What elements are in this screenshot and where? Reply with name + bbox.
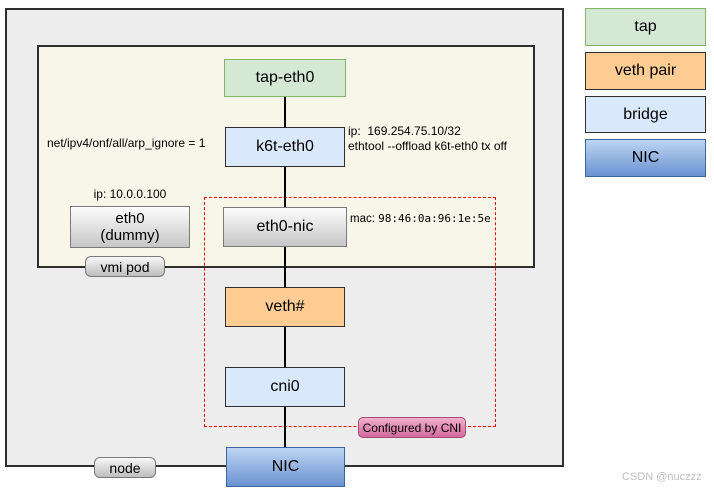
connector-cni0-to-nic bbox=[284, 407, 286, 447]
legend-item-veth-pair: veth pair bbox=[585, 52, 706, 90]
node-label-text: node bbox=[109, 459, 141, 476]
node-eth0-dummy-label-line2: (dummy) bbox=[100, 227, 160, 244]
mac-annotation: mac: 98:46:0a:96:1e:5e bbox=[350, 212, 491, 225]
node-veth: veth# bbox=[225, 287, 345, 327]
connector-k6t-to-eth0nic bbox=[284, 167, 286, 207]
mac-annotation-label: mac: bbox=[350, 213, 379, 225]
node-nic-label: NIC bbox=[271, 458, 300, 475]
configured-by-cni-badge: Configured by CNI bbox=[358, 417, 466, 438]
node-label: node bbox=[94, 457, 156, 478]
node-tap-eth0-label: tap-eth0 bbox=[255, 69, 315, 86]
node-eth0-dummy-label-line1: eth0 bbox=[115, 209, 145, 227]
node-k6t-eth0: k6t-eth0 bbox=[225, 127, 345, 167]
node-eth0-nic: eth0-nic bbox=[223, 207, 347, 247]
legend-item-bridge: bridge bbox=[585, 96, 706, 133]
legend-item-tap: tap bbox=[585, 8, 706, 46]
mac-annotation-value: 98:46:0a:96:1e:5e bbox=[378, 212, 491, 225]
vmi-pod-label-text: vmi pod bbox=[100, 258, 150, 275]
node-eth0-nic-label: eth0-nic bbox=[256, 218, 314, 235]
legend-tap-label: tap bbox=[634, 18, 657, 35]
node-cni0-label: cni0 bbox=[270, 378, 300, 395]
node-k6t-eth0-label: k6t-eth0 bbox=[256, 138, 314, 155]
arp-ignore-annotation: net/ipv4/onf/all/arp_ignore = 1 bbox=[47, 136, 206, 150]
node-eth0-dummy: eth0 (dummy) bbox=[70, 206, 190, 248]
connector-tap-to-k6t bbox=[284, 97, 286, 127]
k6t-ethtool-annotation: ethtool --offload k6t-eth0 tx off bbox=[348, 139, 507, 153]
dummy-ip-annotation: ip: 10.0.0.100 bbox=[93, 187, 167, 201]
k6t-ip-annotation: ip: 169.254.75.10/32 bbox=[348, 124, 461, 138]
legend-veth-pair-label: veth pair bbox=[614, 62, 677, 79]
connector-eth0nic-to-veth bbox=[284, 247, 286, 287]
node-tap-eth0: tap-eth0 bbox=[224, 59, 346, 97]
legend-item-nic: NIC bbox=[585, 139, 706, 177]
node-cni0: cni0 bbox=[225, 367, 345, 407]
watermark: CSDN @nuczzz bbox=[622, 471, 702, 483]
legend-nic-label: NIC bbox=[631, 149, 660, 166]
configured-by-cni-text: Configured by CNI bbox=[362, 420, 462, 435]
vmi-pod-label: vmi pod bbox=[85, 256, 165, 277]
cni-configured-region bbox=[204, 197, 496, 427]
connector-veth-to-cni0 bbox=[284, 327, 286, 367]
node-nic: NIC bbox=[226, 447, 345, 487]
node-veth-label: veth# bbox=[265, 298, 305, 315]
legend-bridge-label: bridge bbox=[623, 105, 668, 123]
